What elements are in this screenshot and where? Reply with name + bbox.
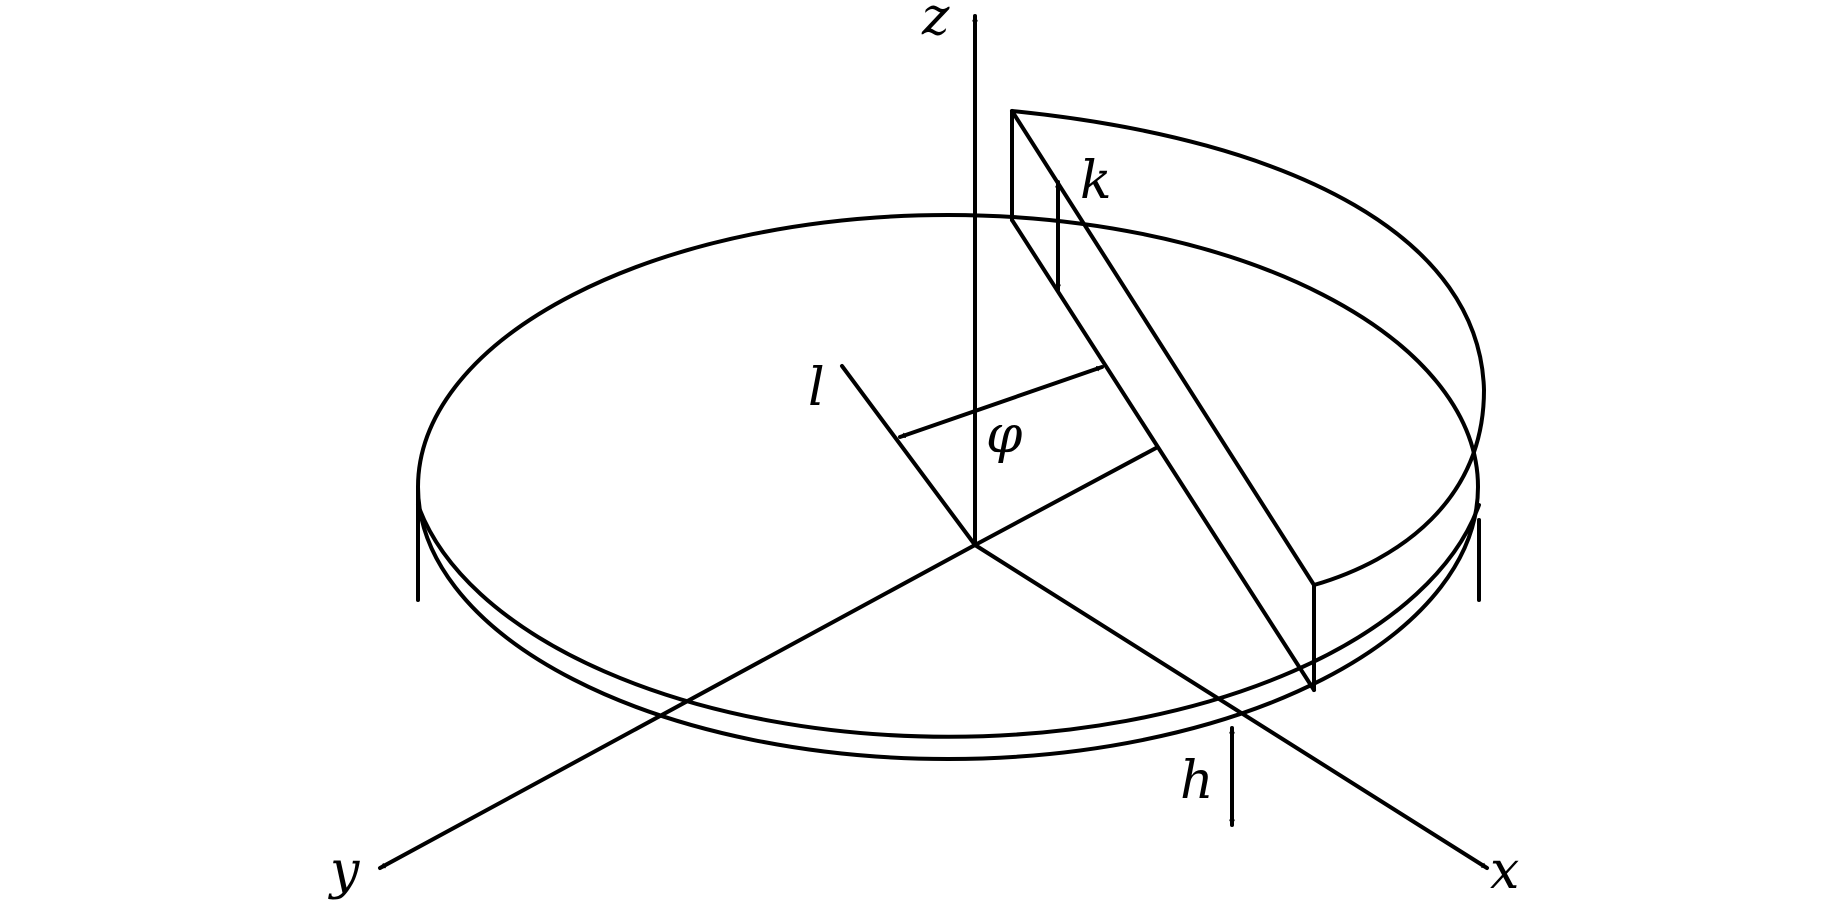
k-height-label: k bbox=[1080, 151, 1112, 211]
disk-top-ellipse bbox=[416, 213, 1480, 761]
step-edge-top bbox=[1010, 109, 1316, 587]
phi-angle-label: φ bbox=[986, 405, 1023, 465]
x-axis-label: x bbox=[1490, 841, 1519, 901]
y-axis bbox=[378, 543, 977, 870]
y-axis-label: y bbox=[328, 841, 360, 901]
line-l bbox=[840, 364, 977, 547]
h-height-label: h bbox=[1180, 751, 1214, 811]
disk-bottom-rim bbox=[416, 503, 1481, 739]
raised-sector-arc bbox=[1010, 109, 1486, 587]
z-axis-label: z bbox=[921, 0, 950, 47]
step-edge-bottom bbox=[1010, 218, 1316, 692]
x-axis bbox=[973, 543, 1489, 870]
perpendicular-line bbox=[973, 446, 1158, 547]
phi-arc-arrow bbox=[898, 365, 1104, 439]
line-l-label: l bbox=[808, 358, 825, 418]
